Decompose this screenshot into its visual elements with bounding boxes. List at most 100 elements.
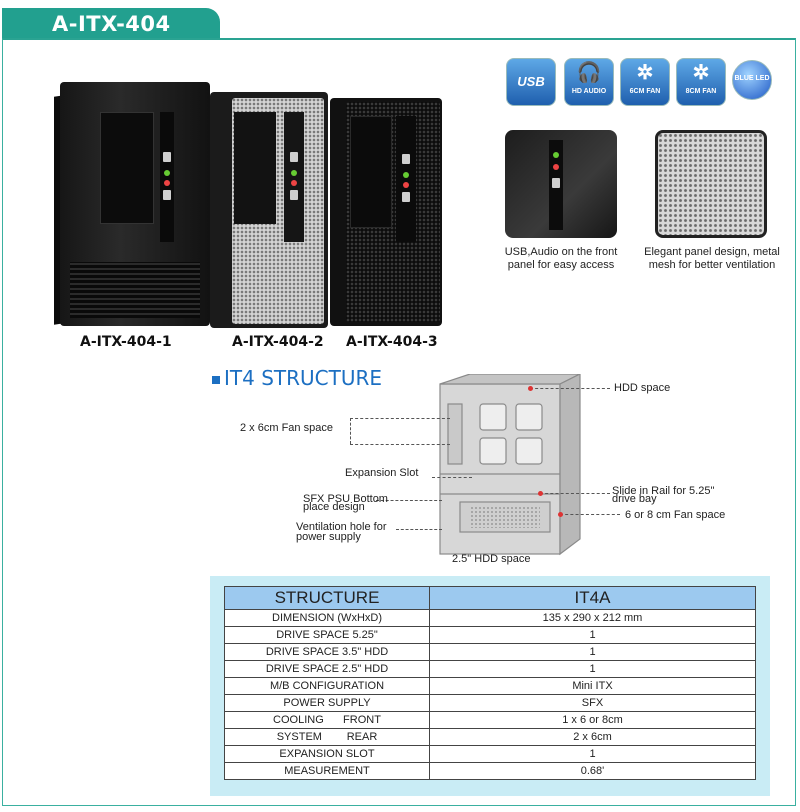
chassis-structure-image	[439, 374, 581, 556]
annotation-vent-1: Ventilation hole for	[296, 521, 387, 533]
mic-jack-icon	[403, 182, 409, 188]
spec-value: 1 x 6 or 8cm	[429, 711, 756, 729]
spec-value: 2 x 6cm	[429, 728, 756, 746]
front-io-strip	[396, 116, 416, 242]
case-label-3: A-ITX-404-3	[346, 334, 438, 350]
annotation-fan-space: 2 x 6cm Fan space	[240, 422, 333, 434]
annotation-sfx-psu-1: SFX PSU Bottom	[303, 493, 388, 505]
usb-port-icon	[402, 154, 410, 164]
spec-key: COOLING FRONT	[224, 711, 430, 729]
spec-key: DRIVE SPACE 5.25"	[224, 626, 430, 644]
usb-port-icon	[163, 190, 171, 200]
mesh-detail-photo	[655, 130, 767, 238]
audio-jack-icon	[164, 170, 170, 176]
spec-value: Mini ITX	[429, 677, 756, 695]
hd-audio-icon: 🎧HD AUDIO	[564, 58, 614, 106]
usb-port-icon	[290, 152, 298, 162]
spec-key: SYSTEM REAR	[224, 728, 430, 746]
drive-bay	[350, 116, 392, 228]
annotation-slide-rail-2: drive bay	[612, 493, 657, 505]
detail-caption-mesh: Elegant panel design, metal mesh for bet…	[644, 246, 780, 271]
detail-caption-usb: USB,Audio on the front panel for easy ac…	[504, 246, 618, 271]
front-io-strip	[160, 112, 174, 242]
case-image-1	[54, 82, 210, 326]
marker-dot	[528, 386, 533, 391]
audio-jack-icon	[291, 170, 297, 176]
front-grille	[70, 262, 200, 318]
annotation-expansion-slot: Expansion Slot	[345, 467, 419, 479]
table-row: DRIVE SPACE 5.25"1	[224, 626, 756, 644]
usb-port-icon	[290, 190, 298, 200]
drive-bay	[100, 112, 154, 224]
leader-line	[560, 514, 620, 515]
annotation-vent-2: power supply	[296, 531, 361, 543]
front-io-detail-photo	[505, 130, 617, 238]
table-row: COOLING FRONT 1 x 6 or 8cm	[224, 711, 756, 729]
spec-value: 1	[429, 643, 756, 661]
content-frame	[2, 38, 796, 806]
spec-value: 1	[429, 626, 756, 644]
spec-value: 1	[429, 660, 756, 678]
front-io-strip	[284, 112, 304, 242]
case-image-3	[330, 98, 442, 326]
case-label-1: A-ITX-404-1	[80, 334, 172, 350]
leader-line	[396, 529, 442, 530]
blue-led-icon: BLUE LED	[732, 60, 772, 100]
annotation-sfx-psu-2: place design	[303, 501, 365, 513]
spec-value: SFX	[429, 694, 756, 712]
spec-value: 0.68'	[429, 762, 756, 780]
table-row: SYSTEM REAR 2 x 6cm	[224, 728, 756, 746]
drive-bay	[234, 112, 276, 224]
leader-line	[350, 418, 351, 444]
spec-value: 135 x 290 x 212 mm	[429, 609, 756, 627]
mic-jack-icon	[291, 180, 297, 186]
spec-key-group: SYSTEM	[276, 731, 322, 743]
spec-key: MEASUREMENT	[224, 762, 430, 780]
spec-key-sub: REAR	[346, 731, 378, 743]
marker-dot	[538, 491, 543, 496]
usb-icon: USB	[506, 58, 556, 106]
leader-line	[432, 477, 472, 478]
leader-line	[530, 388, 610, 389]
annotation-hdd-space: HDD space	[614, 382, 671, 394]
table-row: DIMENSION (WxHxD)135 x 290 x 212 mm	[224, 609, 756, 627]
mic-jack-icon	[164, 180, 170, 186]
annotation-fan-6-8: 6 or 8 cm Fan space	[625, 509, 726, 521]
leader-line	[350, 444, 450, 445]
page-title: A-ITX-404	[2, 8, 220, 40]
leader-line	[350, 418, 450, 419]
spec-table-header: STRUCTURE IT4A	[224, 586, 756, 610]
annotation-slide-rail-1: Slide in Rail for 5.25"	[612, 485, 715, 497]
usb-port-icon	[163, 152, 171, 162]
audio-jack-icon	[403, 172, 409, 178]
case-image-2	[210, 92, 328, 328]
spec-key: POWER SUPPLY	[224, 694, 430, 712]
spec-key-sub: FRONT	[343, 714, 381, 726]
spec-key: DRIVE SPACE 2.5" HDD	[224, 660, 430, 678]
fan-8cm-icon: ✲8CM FAN	[676, 58, 726, 106]
leader-line	[540, 493, 610, 494]
spec-key: DRIVE SPACE 3.5" HDD	[224, 643, 430, 661]
fan-6cm-icon: ✲6CM FAN	[620, 58, 670, 106]
spec-key: DIMENSION (WxHxD)	[224, 609, 430, 627]
spec-key-group: COOLING	[273, 714, 324, 726]
case-label-2: A-ITX-404-2	[232, 334, 324, 350]
spec-value: 1	[429, 745, 756, 763]
spec-header-structure: STRUCTURE	[224, 586, 430, 610]
leader-line	[376, 500, 442, 501]
marker-dot	[558, 512, 563, 517]
usb-port-icon	[402, 192, 410, 202]
spec-header-model: IT4A	[429, 586, 756, 610]
bullet-icon	[212, 375, 220, 384]
spec-key: EXPANSION SLOT	[224, 745, 430, 763]
spec-key: M/B CONFIGURATION	[224, 677, 430, 695]
spec-table: STRUCTURE IT4A DIMENSION (WxHxD)135 x 29…	[224, 586, 756, 780]
structure-heading: IT4 STRUCTURE	[212, 366, 382, 390]
annotation-hdd-25: 2.5" HDD space	[452, 553, 531, 565]
